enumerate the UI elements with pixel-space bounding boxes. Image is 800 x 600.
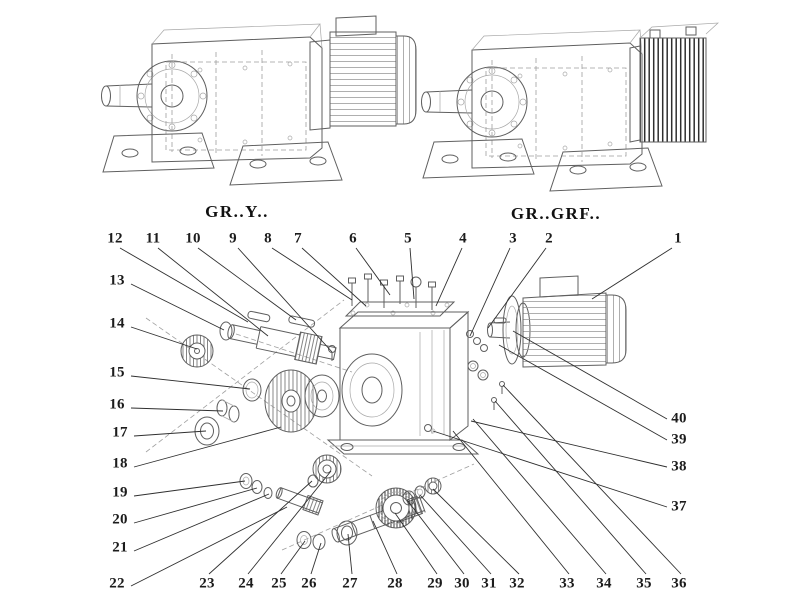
callout-23: 23 [199, 575, 215, 592]
callout-2: 2 [545, 230, 553, 247]
callout-33: 33 [559, 575, 575, 592]
callout-16: 16 [109, 396, 125, 413]
callout-30: 30 [454, 575, 470, 592]
assembled-unit-gr-grf-drawing [421, 22, 719, 192]
output-shaft-parts-drawing [296, 477, 442, 550]
callout-13: 13 [109, 272, 125, 289]
motor-mounting-hardware-drawing [466, 330, 505, 410]
callout-20: 20 [112, 511, 128, 528]
callout-18: 18 [112, 455, 128, 472]
variant-label-gr-y: GR..Y.. [205, 202, 269, 221]
callout-25: 25 [271, 575, 287, 592]
callout-19: 19 [112, 484, 128, 501]
callout-29: 29 [427, 575, 443, 592]
pulley-gear-drawing [264, 369, 340, 433]
callout-40: 40 [671, 410, 687, 427]
callout-26: 26 [301, 575, 317, 592]
callout-5: 5 [404, 230, 412, 247]
callout-15: 15 [109, 364, 125, 381]
callout-37: 37 [671, 498, 687, 515]
callout-14: 14 [109, 315, 125, 332]
callout-21: 21 [112, 539, 128, 556]
callout-17: 17 [112, 424, 128, 441]
input-shaft-drawing [227, 310, 337, 365]
callout-11: 11 [145, 230, 161, 247]
callout-22: 22 [109, 575, 125, 592]
gear-housing-drawing [326, 301, 480, 455]
callout-36: 36 [671, 575, 687, 592]
callout-1: 1 [674, 230, 682, 247]
assembled-unit-gr-y-drawing [101, 15, 417, 186]
callout-6: 6 [349, 230, 357, 247]
callout-28: 28 [387, 575, 403, 592]
leader-lines [119, 247, 682, 587]
intermediate-pinion-parts-drawing [239, 454, 342, 516]
exploded-view-drawing [119, 247, 682, 587]
left-bearing-parts-drawing [180, 321, 262, 446]
callout-39: 39 [671, 431, 687, 448]
callout-35: 35 [636, 575, 652, 592]
callout-34: 34 [596, 575, 612, 592]
callout-4: 4 [459, 230, 467, 247]
callout-31: 31 [481, 575, 497, 592]
callout-12: 12 [107, 230, 123, 247]
callout-32: 32 [509, 575, 525, 592]
callout-3: 3 [509, 230, 517, 247]
callout-7: 7 [294, 230, 302, 247]
callout-24: 24 [238, 575, 254, 592]
callout-9: 9 [229, 230, 237, 247]
variant-label-gr-grf: GR..GRF.. [510, 204, 602, 223]
callout-10: 10 [185, 230, 201, 247]
callout-38: 38 [671, 458, 687, 475]
motor-drawing [487, 275, 627, 368]
fastener-bolts-drawing [328, 273, 436, 361]
callout-8: 8 [264, 230, 272, 247]
callout-27: 27 [342, 575, 358, 592]
